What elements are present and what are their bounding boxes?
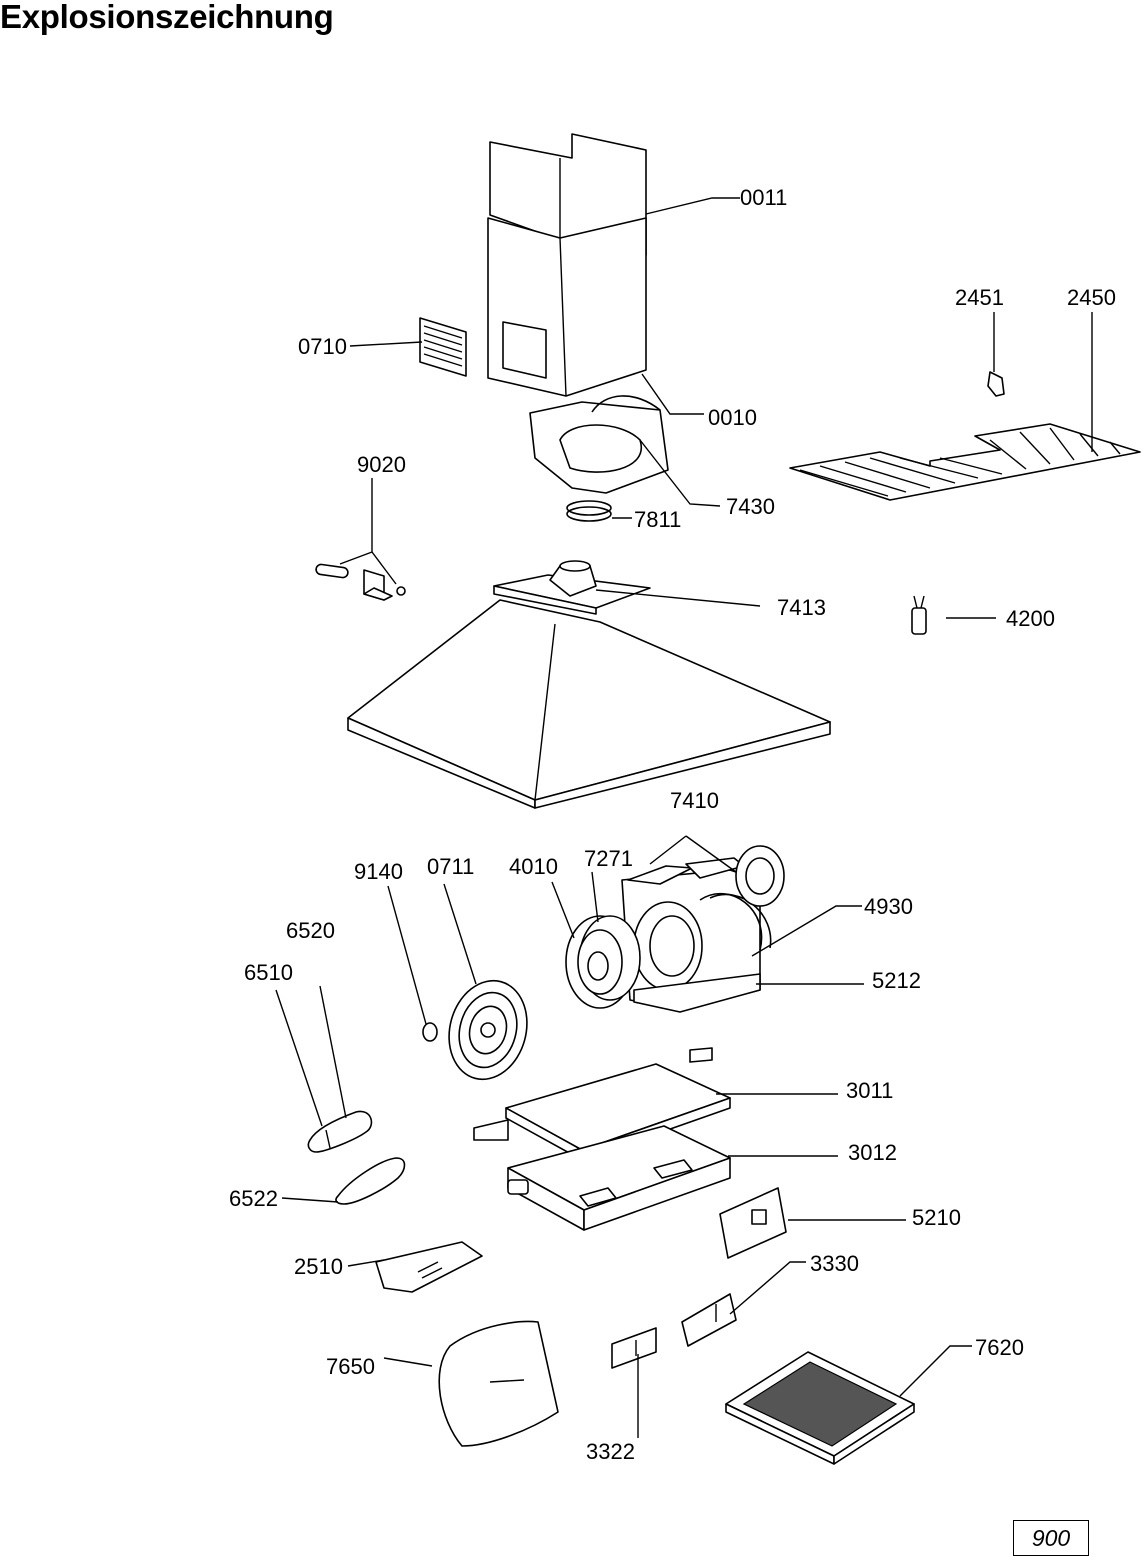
slider-part-large (681, 1293, 737, 1347)
vent-grille-part (419, 317, 467, 377)
label-5212: 5212 (872, 968, 921, 993)
chimney-lower-part (487, 217, 647, 397)
page-title: Explosionszeichnung (0, 0, 334, 35)
label-4200: 4200 (1006, 606, 1055, 631)
lamp-housing-part (375, 1241, 483, 1293)
label-7620: 7620 (975, 1335, 1024, 1360)
motor-cover-part (448, 979, 528, 1081)
slider-part-small (611, 1327, 657, 1369)
label-9140: 9140 (354, 859, 403, 884)
fan-motor-assembly (621, 857, 772, 1013)
label-0010: 0010 (708, 405, 757, 430)
air-outlet-part (529, 395, 669, 494)
lamp-bulb-part (307, 1110, 373, 1153)
label-9020: 9020 (357, 452, 406, 477)
page-number-box: 900 (1013, 1520, 1089, 1556)
label-3322: 3322 (586, 1439, 635, 1464)
chimney-upper-part (489, 133, 647, 256)
label-3011: 3011 (846, 1078, 893, 1103)
leader-lines (275, 197, 1093, 1438)
filter-frame-part (507, 1125, 731, 1231)
label-2450: 2450 (1067, 285, 1116, 310)
label-0710: 0710 (298, 334, 347, 359)
capacitor-part (911, 595, 927, 635)
label-7271: 7271 (584, 846, 633, 871)
label-7430: 7430 (726, 494, 775, 519)
mounting-bracket-part (315, 563, 406, 601)
hood-canopy-part (347, 560, 831, 809)
fan-wheel-part (565, 915, 641, 1009)
grid-rack-part (789, 423, 1141, 501)
small-nut-part (422, 1022, 438, 1042)
label-7410: 7410 (670, 788, 719, 813)
label-4930: 4930 (864, 894, 913, 919)
switch-panel-part (719, 1187, 787, 1259)
fan-cover-ring-part (735, 845, 785, 907)
lamp-cover-part (335, 1157, 406, 1205)
label-2510: 2510 (294, 1254, 343, 1279)
label-5210: 5210 (912, 1205, 961, 1230)
label-0711: 0711 (427, 854, 474, 879)
label-2451: 2451 (955, 285, 1004, 310)
label-4010: 4010 (509, 854, 558, 879)
label-6510: 6510 (244, 960, 293, 985)
label-6520: 6520 (286, 918, 335, 943)
label-7811: 7811 (634, 507, 681, 532)
label-3012: 3012 (848, 1140, 897, 1165)
rack-clip-part (987, 371, 1005, 397)
motor-cover-shell-part (438, 1320, 559, 1447)
label-7413: 7413 (777, 595, 826, 620)
ring-part (566, 500, 612, 522)
label-6522: 6522 (229, 1186, 278, 1211)
label-3330: 3330 (810, 1251, 859, 1276)
label-0011: 0011 (740, 185, 787, 210)
grease-filter-part (725, 1351, 915, 1465)
label-7650: 7650 (326, 1354, 375, 1379)
